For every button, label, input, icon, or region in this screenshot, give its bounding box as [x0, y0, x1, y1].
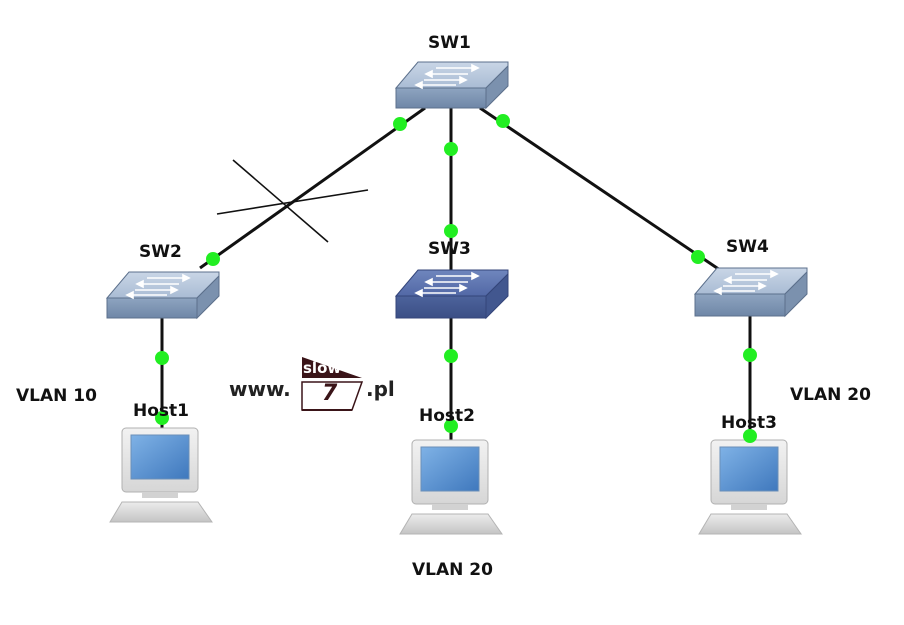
host3-pc-icon[interactable] — [698, 439, 802, 535]
switch-sw2[interactable] — [105, 271, 220, 320]
port-dot-sw1-to-sw3 — [444, 142, 458, 156]
watermark-prefix: www. — [229, 377, 291, 401]
switch-arrows-icon — [414, 63, 480, 90]
port-dot-sw1-to-sw4 — [496, 114, 510, 128]
watermark-number: 7 — [322, 381, 338, 406]
vlan-label-host2: VLAN 20 — [412, 560, 493, 580]
switch-arrows-icon — [713, 269, 779, 296]
vlan-label-host3: VLAN 20 — [790, 385, 871, 405]
watermark-top-word: slow — [303, 359, 342, 377]
switch-arrows-icon — [414, 271, 480, 298]
switch-sw1[interactable] — [394, 61, 509, 110]
host2-label: Host2 — [419, 406, 475, 426]
sw1-label: SW1 — [428, 33, 471, 53]
port-dot-host1 — [155, 411, 169, 425]
slow7-logo — [301, 357, 364, 411]
port-dot-sw3-to-host2 — [444, 349, 458, 363]
port-dot-sw2-to-sw1 — [206, 252, 220, 266]
port-dot-sw1-to-sw2 — [393, 117, 407, 131]
switch-sw4[interactable] — [693, 267, 808, 318]
switch-arrows-icon — [125, 273, 191, 300]
port-dot-sw4-to-host3 — [743, 348, 757, 362]
links — [160, 106, 752, 440]
switch-sw3[interactable] — [394, 269, 509, 320]
sw4-label: SW4 — [726, 237, 769, 257]
vlan-label-host1: VLAN 10 — [16, 386, 97, 406]
port-dot-sw3-to-sw1 — [444, 224, 458, 238]
port-status-dots — [155, 114, 757, 443]
sw3-label: SW3 — [428, 239, 471, 259]
port-dot-host2 — [444, 419, 458, 433]
host2-pc-icon[interactable] — [399, 439, 503, 535]
port-dot-host3 — [743, 429, 757, 443]
watermark-suffix: .pl — [366, 377, 395, 401]
host3-label: Host3 — [721, 413, 777, 433]
blocked-link-x-mark — [216, 159, 369, 243]
port-dot-sw4-to-sw1 — [691, 250, 705, 264]
host1-pc-icon[interactable] — [109, 427, 213, 523]
host1-label: Host1 — [133, 401, 189, 421]
link-sw1-sw4[interactable] — [479, 106, 721, 272]
sw2-label: SW2 — [139, 242, 182, 262]
link-sw1-sw2[interactable] — [199, 106, 426, 270]
port-dot-sw2-to-host1 — [155, 351, 169, 365]
